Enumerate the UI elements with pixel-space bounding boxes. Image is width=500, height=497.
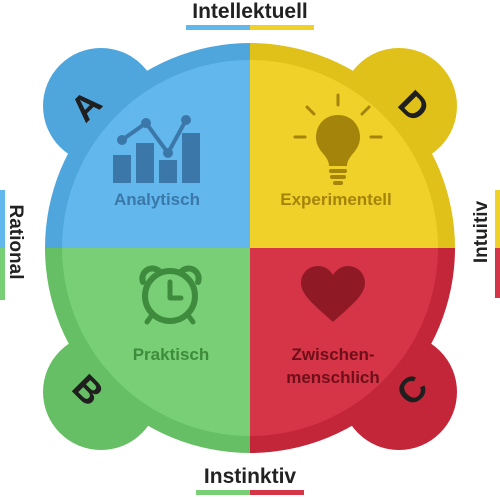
- bottom-bar-green: [196, 490, 250, 495]
- axis-label-right: Intuitiv: [471, 200, 492, 264]
- axis-label-left: Rational: [5, 204, 26, 280]
- top-bar-yellow: [250, 25, 314, 30]
- alarm-clock-icon: [139, 265, 202, 325]
- left-bar-blue: [0, 190, 5, 248]
- light-bulb-icon: [293, 93, 383, 185]
- label-praktisch: Praktisch: [133, 345, 210, 364]
- left-bar-green: [0, 248, 5, 300]
- quadrant-b: [43, 248, 250, 453]
- axis-label-top: Intellektuell: [192, 0, 308, 23]
- heart-icon: [301, 266, 365, 322]
- bottom-bar-red: [250, 490, 304, 495]
- top-bar-blue: [186, 25, 250, 30]
- axis-label-bottom: Instinktiv: [203, 465, 297, 488]
- label-zwischenmenschlich-line1: Zwischen-: [291, 345, 374, 364]
- bar-chart-icon: [113, 115, 200, 183]
- label-analytisch: Analytisch: [114, 190, 200, 209]
- label-experimentell: Experimentell: [280, 190, 392, 209]
- right-bar-red: [495, 248, 500, 298]
- right-bar-yellow: [495, 190, 500, 248]
- label-zwischenmenschlich-line2: menschlich: [286, 368, 380, 387]
- quadrant-c: [250, 248, 457, 453]
